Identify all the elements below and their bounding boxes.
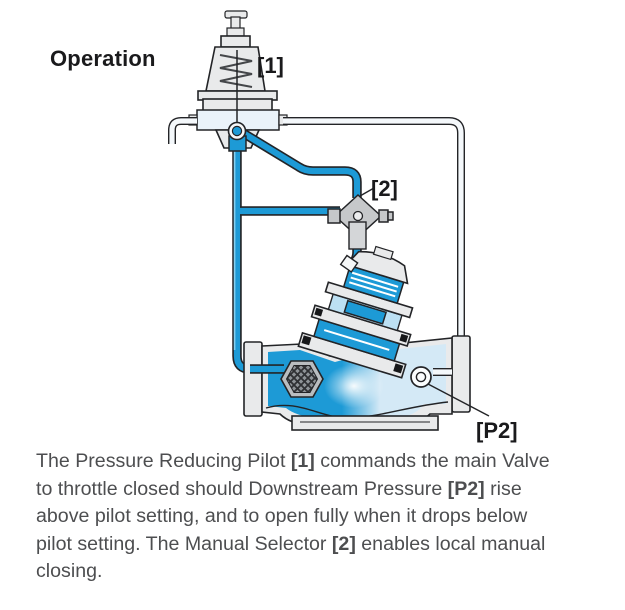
caption-text: enables local manual (355, 532, 546, 555)
pilot-outlet-elbow-core (231, 125, 243, 137)
valve-operation-diagram: [1] [2] [P2] (0, 10, 518, 443)
actuator-rib (351, 271, 399, 288)
manual-selector-illustration (327, 193, 394, 250)
caption-paragraph: The Pressure Reducing Pilot [1] commands… (36, 448, 611, 586)
actuator-rib (350, 276, 397, 293)
actuator-rib (348, 281, 396, 298)
caption-text: pilot setting. The Manual Selector (36, 532, 332, 555)
actuator-bolt (301, 335, 312, 346)
selector-screw (352, 210, 364, 222)
section-heading: Operation (50, 46, 156, 71)
pilot-neck (220, 35, 251, 48)
valve-inlet-flange (243, 341, 263, 417)
actuator-cover-cap (372, 245, 394, 261)
label-selector: [2] (371, 176, 398, 201)
actuator-bolt (314, 307, 324, 317)
selector-leader-line (359, 187, 375, 197)
caption-text: commands the main Valve (314, 450, 550, 472)
inlet-strainer-mesh (285, 365, 319, 393)
pilot-vent-pipe (172, 121, 197, 144)
caption-ref-p2: [P2] (447, 477, 485, 500)
valve-details (280, 360, 432, 398)
cover-pipe-fitting (339, 254, 359, 273)
label-pilot: [1] (257, 53, 284, 78)
actuator-bolt (399, 333, 409, 343)
pilot-lock-nut (226, 27, 245, 37)
p2-leader-line (427, 383, 490, 417)
caption-text: The Pressure Reducing Pilot (36, 450, 291, 472)
downstream-port-core (415, 371, 427, 383)
main-valve-actuator (297, 245, 414, 379)
actuator-rib (323, 329, 390, 351)
caption-ref-1: [1] (290, 450, 315, 472)
selector-knob-tip (387, 211, 394, 221)
caption-text: above pilot setting, and to open fully w… (36, 505, 528, 528)
valve-base (291, 415, 439, 431)
valve-throat-glow (324, 364, 384, 408)
selector-left-port (327, 208, 341, 224)
actuator-bolt (393, 363, 404, 374)
selector-knob (378, 209, 389, 223)
caption-text: rise (484, 477, 522, 500)
selector-stem (348, 221, 367, 250)
caption-text: to throttle closed should Downstream Pre… (36, 477, 448, 500)
pilot-control-piping (227, 121, 358, 370)
pilot-spring (219, 54, 253, 88)
caption-ref-2: [2] (331, 532, 356, 555)
caption-text: closing. (36, 560, 103, 583)
actuator-mid-core (343, 299, 388, 325)
label-downstream-pressure: [P2] (476, 418, 518, 443)
